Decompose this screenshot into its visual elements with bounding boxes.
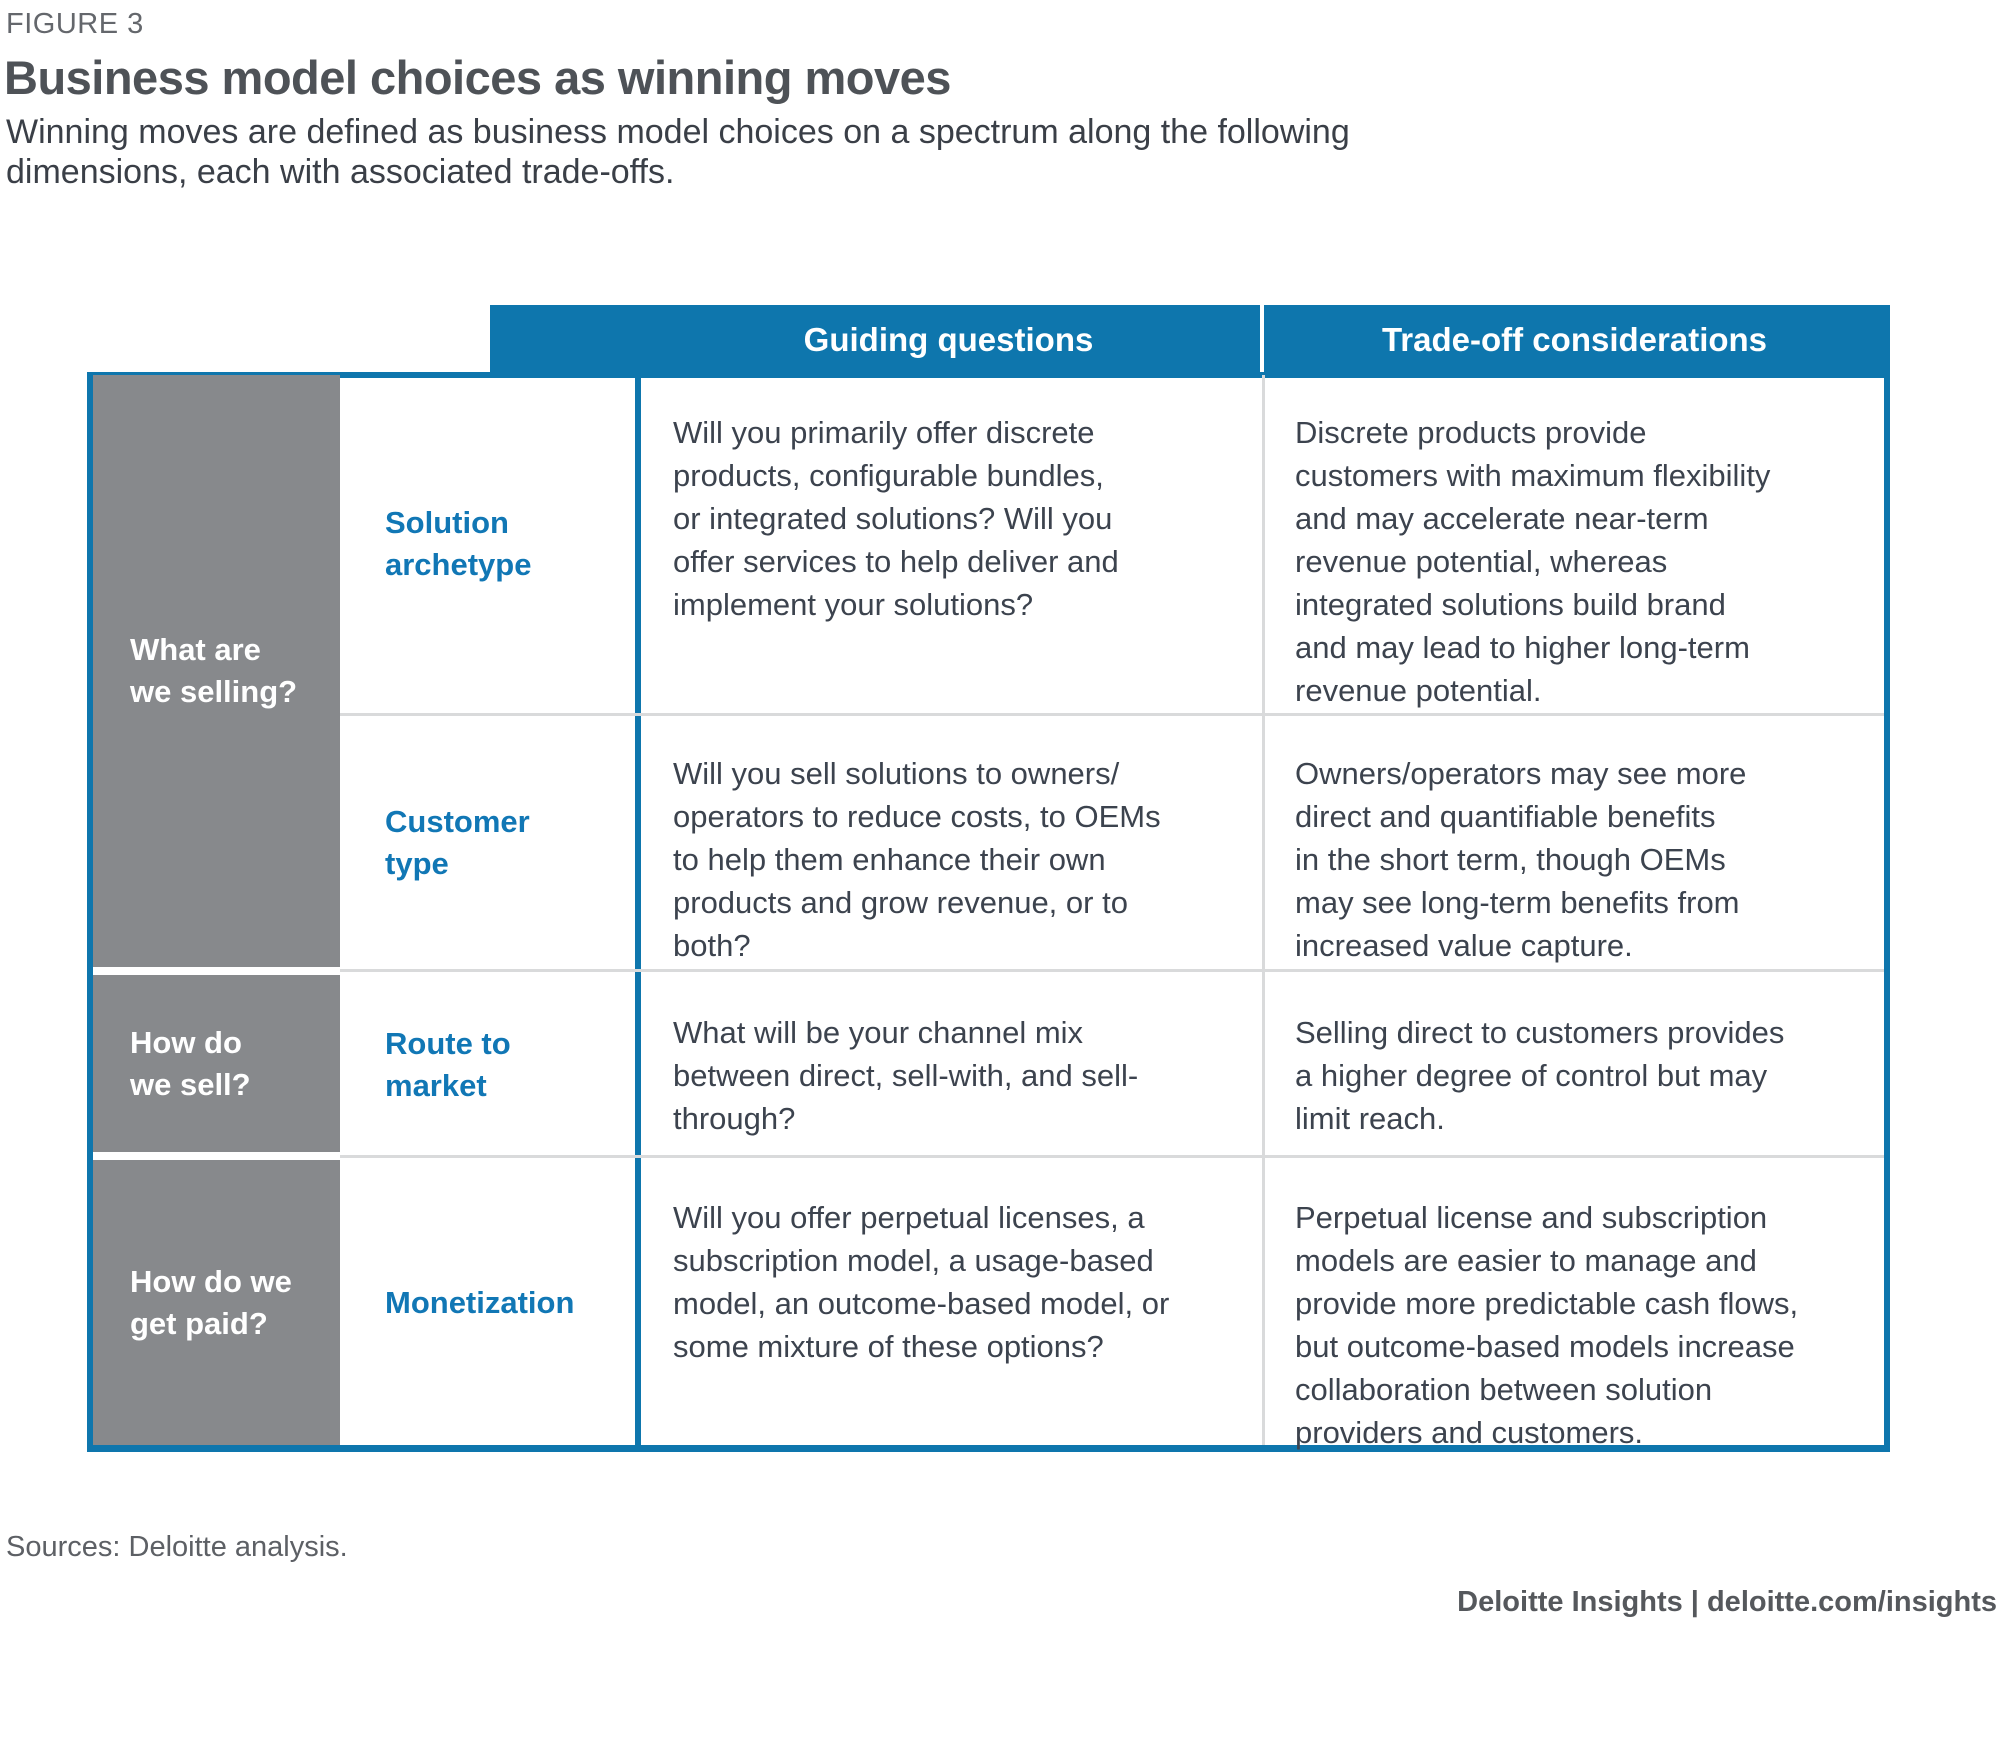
column-header-tradeoff-considerations: Trade-off considerations <box>1381 321 1768 358</box>
row-separator <box>340 969 1884 972</box>
group-cell-what-are-we-selling: What are we selling? <box>93 375 340 967</box>
table-border-bottom <box>87 1445 1890 1452</box>
tradeoff-cell-monetization: Perpetual license and subscription model… <box>1295 1200 1799 1450</box>
dimension-label-route-to-market: Route to market <box>385 1026 511 1103</box>
question-tradeoff-divider <box>1262 375 1265 1445</box>
header-divider <box>1260 305 1264 375</box>
figure-number-label: FIGURE 3 <box>6 8 144 40</box>
business-model-table: Guiding questions Trade-off consideratio… <box>87 305 1890 1452</box>
deloitte-insights-branding: Deloitte Insights | deloitte.com/insight… <box>1457 1586 1997 1618</box>
dimension-label-solution-archetype: Solution archetype <box>385 505 532 582</box>
table-border-top <box>87 372 1890 378</box>
row-separator <box>340 1155 1884 1158</box>
tradeoff-cell-solution-archetype: Discrete products provide customers with… <box>1295 415 1771 708</box>
question-cell-monetization: Will you offer perpetual licenses, a sub… <box>673 1200 1170 1364</box>
tradeoff-cell-route-to-market: Selling direct to customers provides a h… <box>1295 1015 1785 1136</box>
tradeoff-cell-customer-type: Owners/operators may see more direct and… <box>1295 756 1747 963</box>
dimension-label-monetization: Monetization <box>385 1284 575 1320</box>
figure-title: Business model choices as winning moves <box>4 51 951 104</box>
row-separator <box>340 713 1884 716</box>
figure-subtitle: Winning moves are defined as business mo… <box>6 113 1350 191</box>
column-header-guiding-questions: Guiding questions <box>803 321 1094 358</box>
sources-note: Sources: Deloitte analysis. <box>6 1531 348 1563</box>
table-header-band <box>490 305 1890 375</box>
question-cell-customer-type: Will you sell solutions to owners/ opera… <box>673 756 1161 963</box>
dimension-label-customer-type: Customer type <box>385 803 530 881</box>
table-border-right <box>1884 305 1890 1452</box>
question-cell-route-to-market: What will be your channel mix between di… <box>673 1015 1139 1136</box>
table-border-left <box>87 372 93 1452</box>
label-column-divider <box>635 372 641 1445</box>
group-cell-how-do-we-get-paid: How do we get paid? <box>93 1160 340 1445</box>
question-cell-solution-archetype: Will you primarily offer discrete produc… <box>673 415 1119 622</box>
group-cell-how-do-we-sell: How do we sell? <box>93 975 340 1152</box>
